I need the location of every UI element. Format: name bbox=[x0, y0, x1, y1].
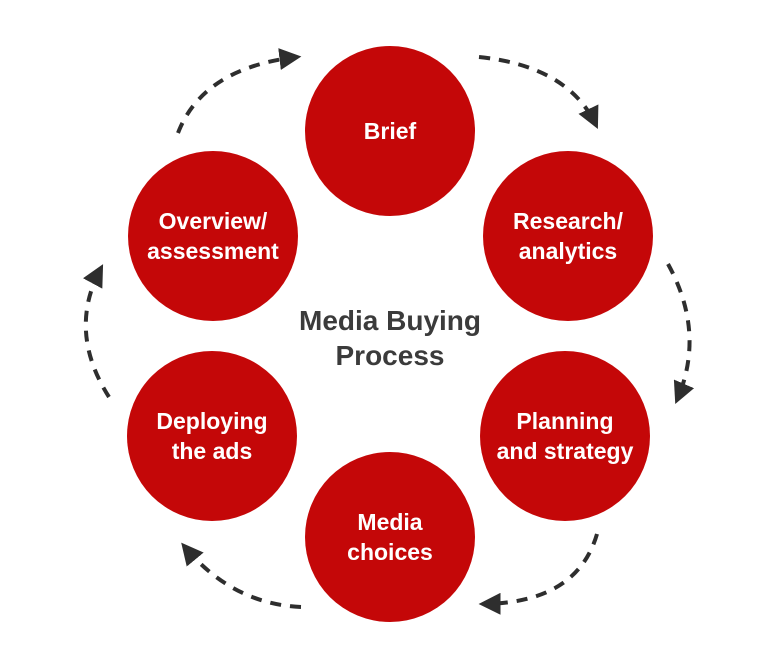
step-label-overview-assessment: Overview/ assessment bbox=[147, 207, 279, 264]
arrow-research-to-planning bbox=[666, 263, 695, 405]
step-label-media-choices: Media choices bbox=[347, 508, 433, 565]
arrow-media-to-deploying bbox=[181, 542, 302, 609]
step-label-planning-and-strategy: Planning and strategy bbox=[496, 407, 634, 464]
arrow-planning-to-media bbox=[478, 533, 599, 615]
arrow-brief-to-research bbox=[478, 55, 599, 129]
arrow-deploying-to-overview bbox=[82, 264, 111, 399]
step-circle-overview-assessment: Overview/ assessment bbox=[128, 151, 298, 321]
step-label-research-analytics: Research/ analytics bbox=[513, 207, 623, 264]
arrow-overview-to-brief bbox=[176, 48, 302, 134]
step-circle-deploying-the-ads: Deploying the ads bbox=[127, 351, 297, 521]
step-circle-brief: Brief bbox=[305, 46, 475, 216]
step-circle-planning-and-strategy: Planning and strategy bbox=[480, 351, 650, 521]
step-label-deploying-the-ads: Deploying the ads bbox=[156, 407, 268, 464]
step-label-brief: Brief bbox=[363, 117, 417, 144]
step-circle-media-choices: Media choices bbox=[305, 452, 475, 622]
diagram-title: Media Buying Process bbox=[298, 305, 482, 371]
step-circle-research-analytics: Research/ analytics bbox=[483, 151, 653, 321]
